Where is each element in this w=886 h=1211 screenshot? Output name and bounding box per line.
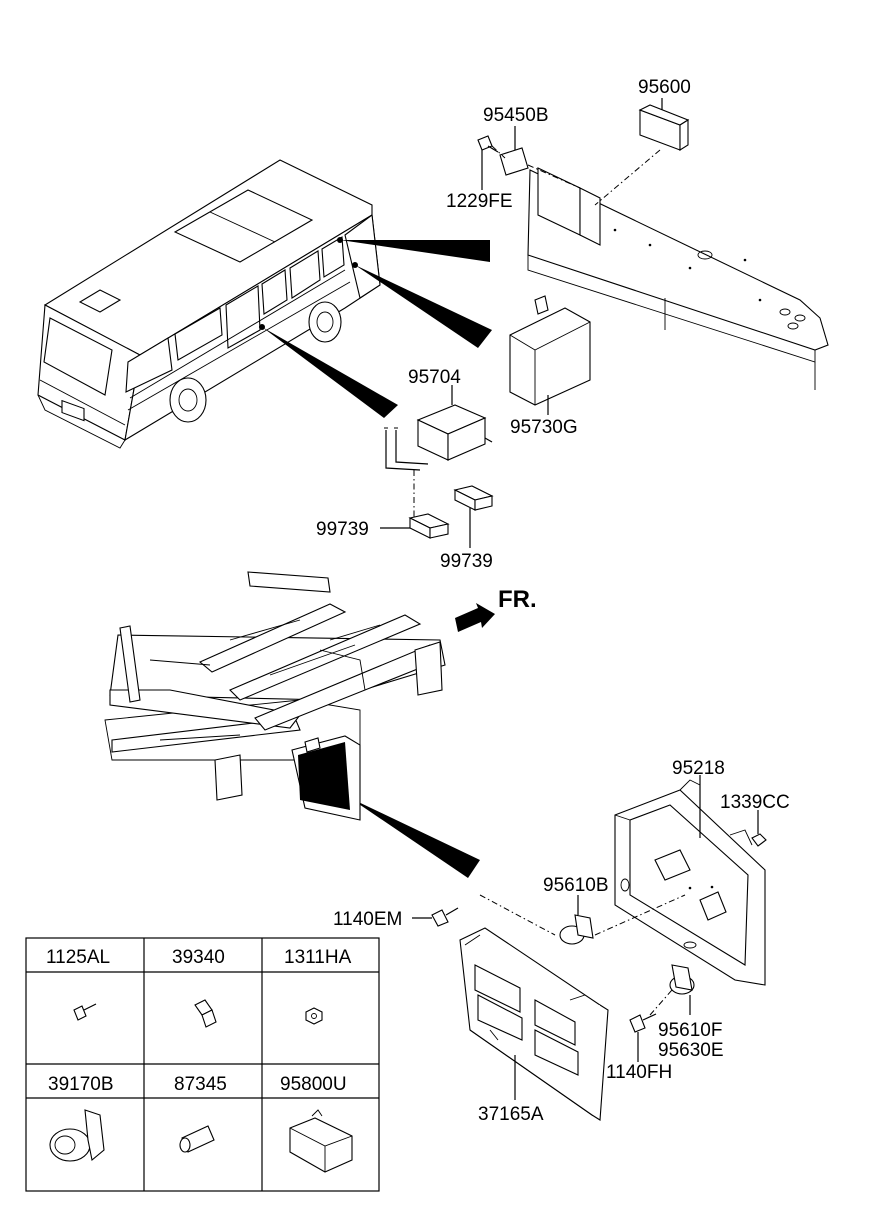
sensor-icon — [49, 1109, 105, 1162]
sleeve-icon — [179, 1125, 215, 1153]
bolt-1140FH — [629, 1013, 657, 1062]
callout-95218: 95218 — [672, 758, 725, 779]
sensor-95610B — [479, 894, 686, 945]
sensor-95610F — [649, 964, 695, 1016]
callout-95610B: 95610B — [543, 875, 609, 896]
legend-table: 1125AL 39340 1311HA 39170B 87345 95800U — [25, 937, 380, 1192]
module-icon — [289, 1109, 353, 1173]
legend-cell-87345: 87345 — [174, 1074, 227, 1095]
callout-1140EM: 1140EM — [333, 909, 402, 930]
chassis-frame — [104, 571, 446, 821]
plug-icon — [194, 999, 217, 1028]
callout-1339CC: 1339CC — [720, 792, 790, 813]
module-95730G — [509, 295, 591, 415]
callout-99739-right: 99739 — [440, 551, 493, 572]
module-95704 — [380, 385, 494, 548]
callout-95730G: 95730G — [510, 417, 578, 438]
callout-95704: 95704 — [408, 367, 461, 388]
mounting-panel — [477, 104, 829, 390]
bus-illustration — [37, 159, 381, 449]
bolt-icon — [73, 1003, 97, 1021]
callout-95450B: 95450B — [483, 105, 549, 126]
legend-cell-39340: 39340 — [172, 947, 225, 968]
bracket-95218 — [614, 775, 767, 986]
module-37165A — [459, 927, 609, 1121]
legend-cell-1311HA: 1311HA — [284, 947, 352, 968]
callout-95630E: 95630E — [658, 1040, 724, 1061]
callout-95610F: 95610F — [658, 1020, 722, 1041]
legend-cell-39170B: 39170B — [48, 1074, 114, 1095]
front-direction-arrow — [455, 603, 495, 632]
callout-1140FH: 1140FH — [606, 1062, 672, 1083]
callout-99739-left: 99739 — [316, 519, 369, 540]
legend-cell-95800U: 95800U — [280, 1074, 347, 1095]
direction-label: FR. — [498, 586, 537, 613]
pointer-wedges — [262, 240, 492, 878]
bolt-1140EM — [412, 907, 459, 927]
callout-1229FE: 1229FE — [446, 191, 513, 212]
legend-cell-1125AL: 1125AL — [46, 947, 110, 968]
callout-37165A: 37165A — [478, 1104, 544, 1125]
callout-95600: 95600 — [638, 77, 691, 98]
nut-icon — [305, 1007, 323, 1025]
